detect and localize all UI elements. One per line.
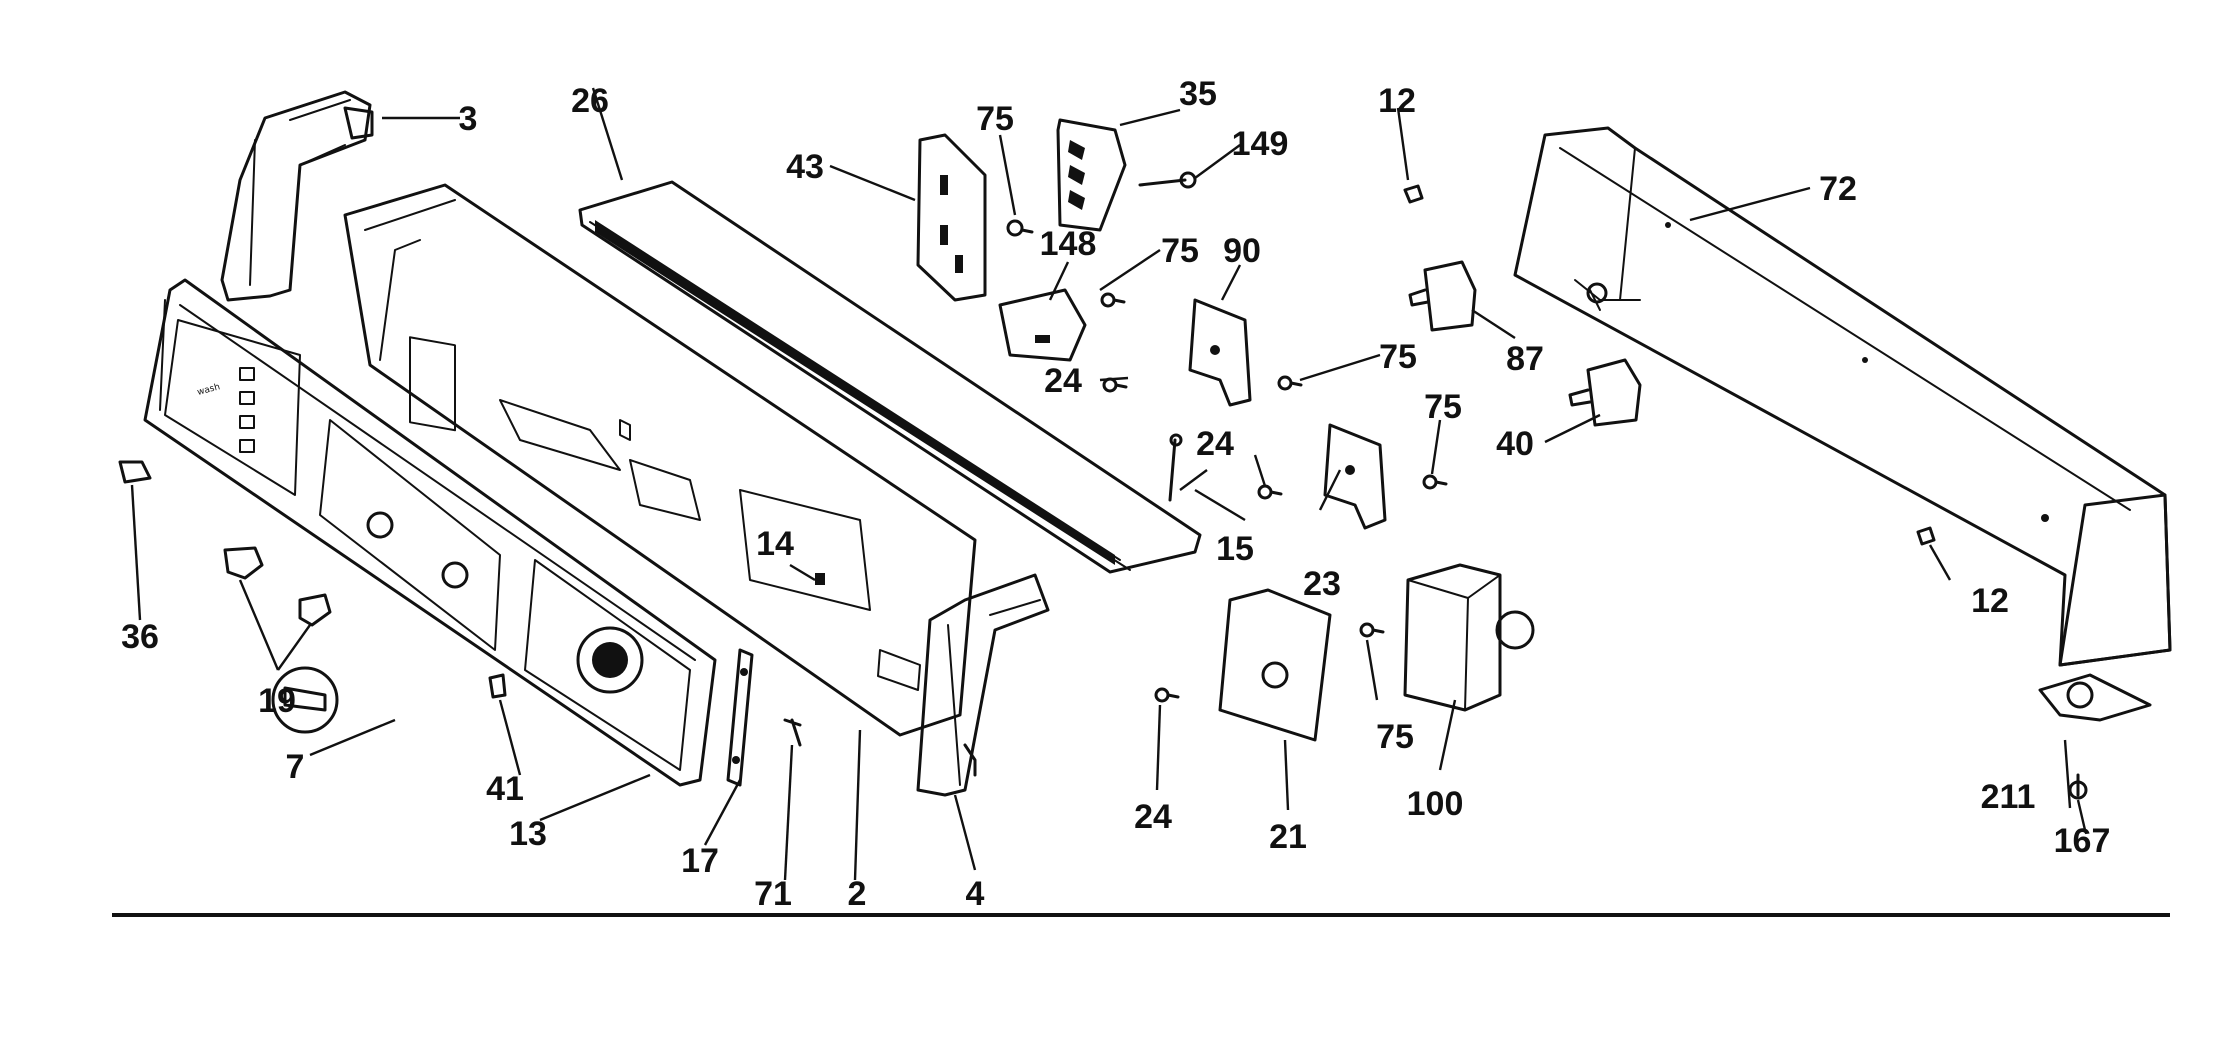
- part-40-rotary-switch: [1568, 358, 1642, 427]
- screw-75-e: [1359, 622, 1385, 638]
- callout-87: 87: [1506, 340, 1544, 378]
- callout-211: 211: [1981, 778, 2036, 816]
- callout-24b: 24: [1196, 425, 1234, 463]
- screw-75-b: [1100, 292, 1126, 308]
- callout-23: 23: [1303, 565, 1341, 603]
- callout-24a: 24: [1044, 362, 1082, 400]
- svg-text:wash: wash: [196, 382, 221, 398]
- callout-75c: 75: [1379, 338, 1417, 376]
- callout-3: 3: [459, 100, 478, 138]
- screw-24-c: [1154, 687, 1180, 703]
- callout-43: 43: [786, 148, 824, 186]
- callout-75d: 75: [1424, 388, 1462, 426]
- part-19-knob-a: [223, 546, 264, 580]
- callout-75a: 75: [976, 100, 1014, 138]
- callout-75e: 75: [1376, 718, 1414, 756]
- part-148-switch: [998, 288, 1087, 362]
- screw-75-d: [1422, 474, 1448, 490]
- callout-167: 167: [2054, 822, 2111, 860]
- screw-24-b: [1257, 484, 1283, 500]
- part-149-screw: [1138, 171, 1197, 189]
- callout-7: 7: [286, 748, 305, 786]
- callout-35: 35: [1179, 75, 1217, 113]
- part-15-rod: [1168, 433, 1183, 502]
- callout-21: 21: [1269, 818, 1307, 856]
- callout-labels: 3 26 43 75 35 149 148 75 90 12 72 87 24 …: [121, 75, 2110, 913]
- callout-72: 72: [1819, 170, 1857, 208]
- callout-71: 71: [754, 875, 792, 913]
- part-21-mounting-plate: [1218, 588, 1332, 742]
- part-13-front-console-panel: wash: [143, 278, 717, 787]
- callout-149: 149: [1232, 125, 1289, 163]
- part-72-backsplash-housing: [1513, 126, 2172, 667]
- part-71-screw: [783, 718, 802, 747]
- part-14-clip: [815, 573, 825, 585]
- callout-24c: 24: [1134, 798, 1172, 836]
- callout-40: 40: [1496, 425, 1534, 463]
- screw-75-a: [1006, 219, 1034, 237]
- callout-100: 100: [1407, 785, 1464, 823]
- part-4-right-end-cap: [916, 573, 1050, 797]
- callout-19: 19: [258, 682, 296, 720]
- callout-41: 41: [486, 770, 524, 808]
- part-167-screw: [2068, 773, 2088, 800]
- callout-36: 36: [121, 618, 159, 656]
- part-12-clip-a: [1403, 184, 1424, 204]
- callout-15: 15: [1216, 530, 1254, 568]
- callout-17: 17: [681, 842, 719, 880]
- part-211-bracket: [2038, 673, 2152, 722]
- callout-14: 14: [756, 525, 794, 563]
- part-3-left-end-cap: [220, 90, 374, 302]
- callout-75b: 75: [1161, 232, 1199, 270]
- part-100-timer: [1403, 563, 1535, 712]
- callout-2: 2: [848, 875, 867, 913]
- callout-12a: 12: [1378, 82, 1416, 120]
- callout-13: 13: [509, 815, 547, 853]
- part-23-mounting-bracket: [1323, 423, 1387, 530]
- screw-24-a: [1102, 377, 1128, 393]
- part-35-switch-block: [1056, 118, 1127, 232]
- part-41-knob-insert: [488, 673, 507, 699]
- part-19-knob-b: [298, 593, 332, 627]
- part-17-bracket-strip: [726, 648, 754, 787]
- part-26-trim-strip: [578, 180, 1202, 574]
- part-7-main-knob: [271, 666, 339, 734]
- callout-26: 26: [571, 82, 609, 120]
- callout-148: 148: [1040, 225, 1097, 263]
- callout-4: 4: [966, 875, 985, 913]
- part-90-mounting-bracket: [1188, 298, 1252, 407]
- callout-90: 90: [1223, 232, 1261, 270]
- part-12-clip-b: [1916, 526, 1936, 546]
- part-43-bracket: [916, 133, 987, 302]
- callout-12b: 12: [1971, 582, 2009, 620]
- screw-75-c: [1277, 375, 1303, 391]
- part-87-rotary-switch: [1408, 260, 1477, 332]
- leader-lines: [130, 87, 2087, 881]
- part-36-knob-cap: [118, 460, 152, 484]
